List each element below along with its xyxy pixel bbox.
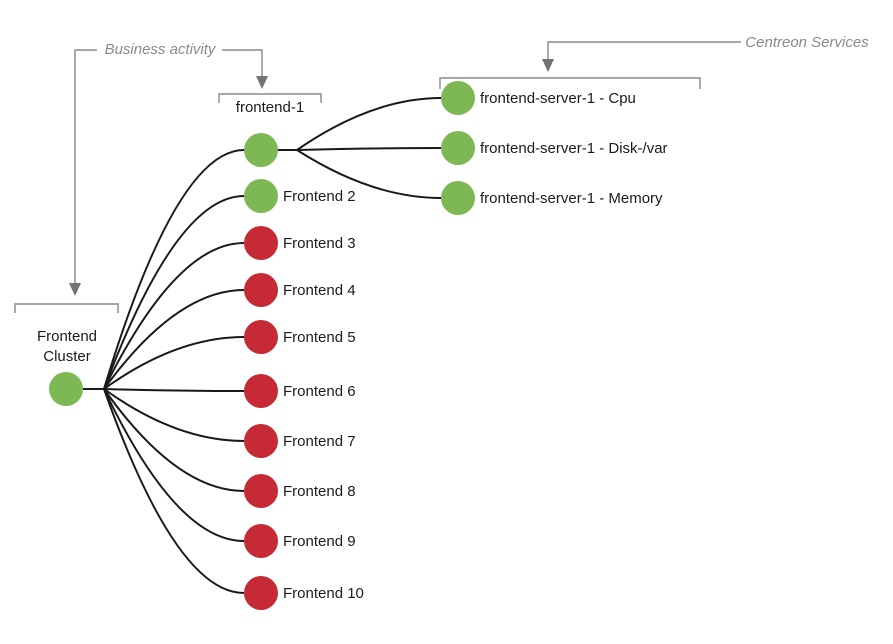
- service-label: frontend-server-1 - Memory: [480, 190, 663, 207]
- node-service-cpu[interactable]: [441, 81, 475, 115]
- node-frontend-5[interactable]: [244, 320, 278, 354]
- arrowhead-down-icon: [542, 59, 554, 72]
- edge-frontend1-memory: [296, 149, 442, 199]
- edge-cluster-frontend3: [103, 242, 245, 390]
- business-activity-label: Business activity: [105, 41, 217, 58]
- centreon-services-callout: [439, 41, 741, 89]
- edge-frontend1-cpu: [296, 97, 442, 151]
- node-service-disk-var[interactable]: [441, 131, 475, 165]
- edges-layer: [83, 97, 442, 594]
- edge-cluster-frontend1: [103, 149, 245, 390]
- node-frontend-2[interactable]: [244, 179, 278, 213]
- edge-cluster-frontend10: [103, 388, 245, 594]
- business-activity-callout: [14, 49, 322, 313]
- cluster-label-bracket: [14, 303, 119, 313]
- edge-cluster-frontend4: [103, 289, 245, 390]
- node-frontend-4[interactable]: [244, 273, 278, 307]
- services-bracket: [439, 77, 701, 89]
- node-frontend-3[interactable]: [244, 226, 278, 260]
- node-frontend-9[interactable]: [244, 524, 278, 558]
- centreon-services-label: Centreon Services: [745, 34, 869, 51]
- edge-cluster-frontend2: [103, 195, 245, 390]
- edge-cluster-frontend7: [103, 388, 245, 442]
- edge-cluster-frontend8: [103, 388, 245, 492]
- node-frontend-8[interactable]: [244, 474, 278, 508]
- host-label: Frontend 3: [283, 235, 356, 252]
- frontend1-label-bracket: [218, 93, 322, 103]
- cluster-label-line1: Frontend: [37, 328, 97, 345]
- host-label: Frontend 2: [283, 188, 356, 205]
- callout-line-left: [74, 49, 97, 283]
- node-frontend-10[interactable]: [244, 576, 278, 610]
- callout-line: [547, 41, 741, 59]
- host-label: Frontend 9: [283, 533, 356, 550]
- edge-cluster-frontend9: [103, 388, 245, 542]
- frontend1-label: frontend-1: [236, 99, 304, 116]
- node-service-memory[interactable]: [441, 181, 475, 215]
- host-label: Frontend 6: [283, 383, 356, 400]
- node-frontend-1[interactable]: [244, 133, 278, 167]
- callout-line-right: [222, 49, 263, 76]
- service-label: frontend-server-1 - Cpu: [480, 90, 636, 107]
- service-label: frontend-server-1 - Disk-/var: [480, 140, 668, 157]
- arrowhead-down-icon: [69, 283, 81, 296]
- host-label: Frontend 10: [283, 585, 364, 602]
- cluster-label-line2: Cluster: [43, 348, 91, 365]
- host-label: Frontend 7: [283, 433, 356, 450]
- edge-cluster-frontend5: [103, 336, 245, 390]
- host-label: Frontend 5: [283, 329, 356, 346]
- host-label: Frontend 8: [283, 483, 356, 500]
- node-frontend-6[interactable]: [244, 374, 278, 408]
- edge-frontend1-diskvar: [296, 147, 442, 151]
- host-label: Frontend 4: [283, 282, 356, 299]
- node-frontend-cluster[interactable]: [49, 372, 83, 406]
- edge-cluster-frontend6: [103, 388, 245, 392]
- node-frontend-7[interactable]: [244, 424, 278, 458]
- arrowhead-down-icon: [256, 76, 268, 89]
